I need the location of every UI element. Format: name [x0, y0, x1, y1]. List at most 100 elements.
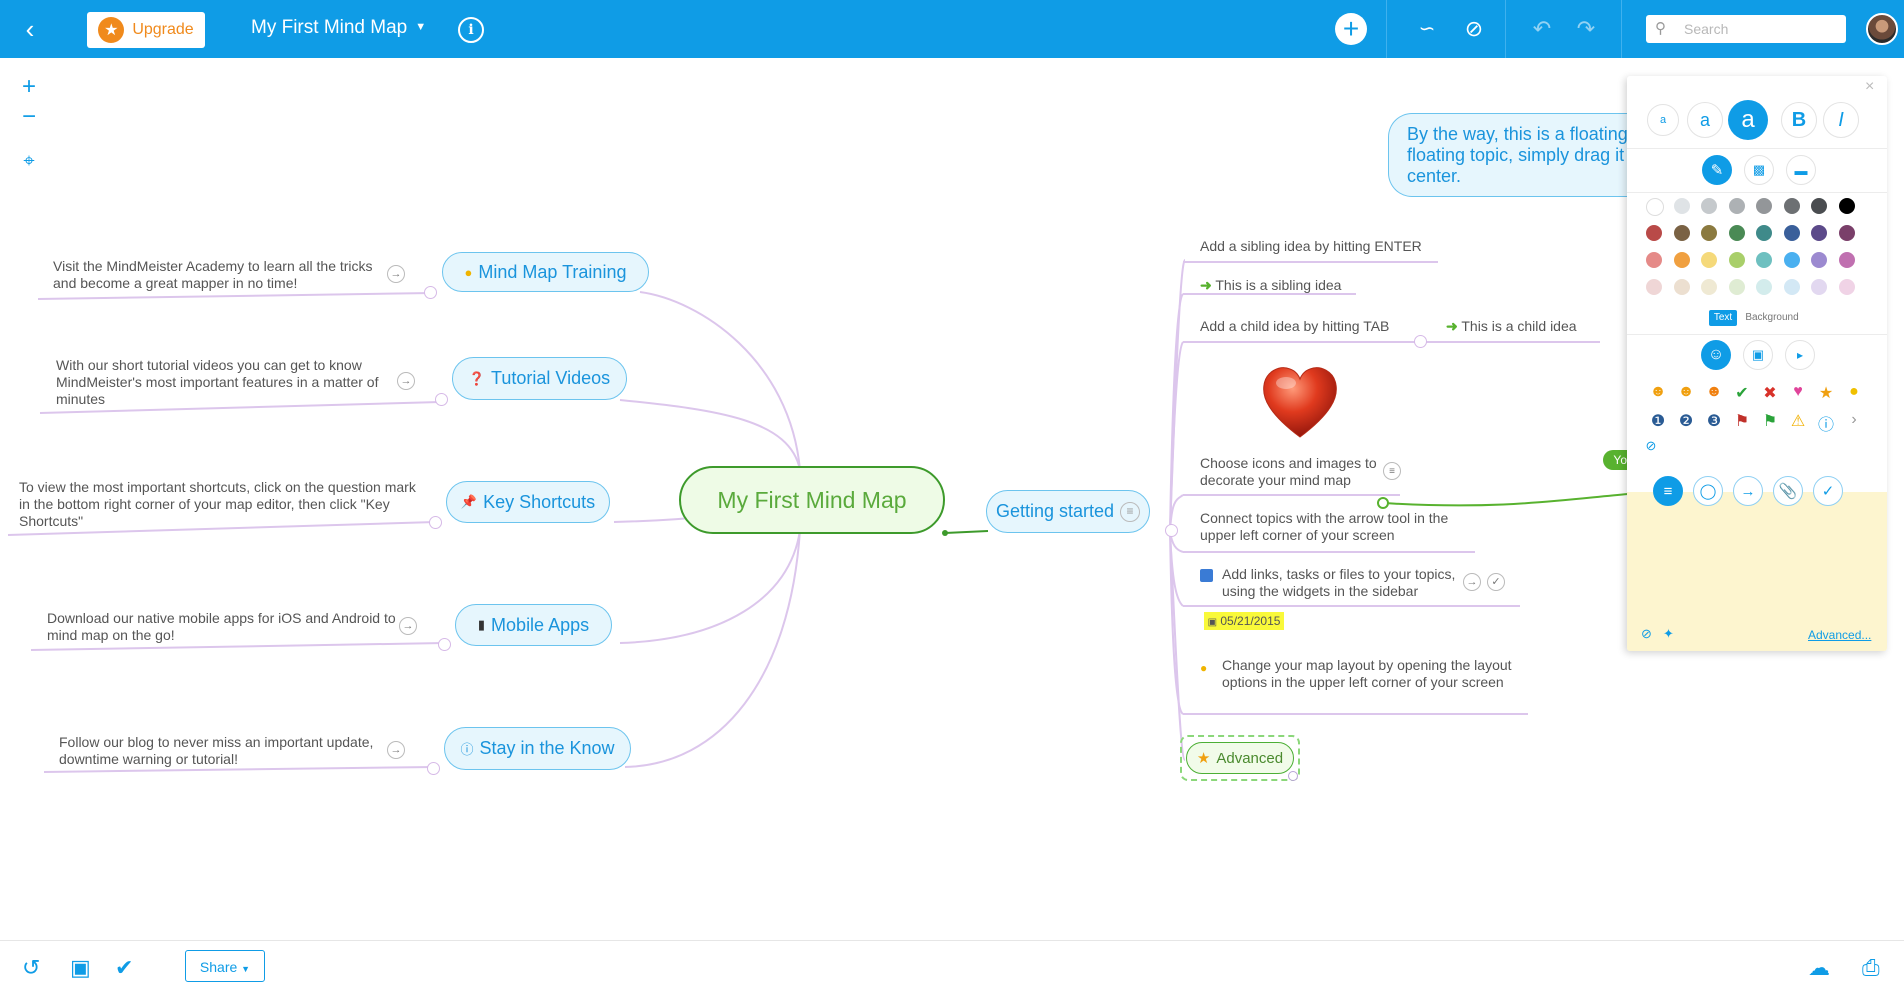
color-swatch[interactable]	[1673, 198, 1690, 214]
central-topic[interactable]: My First Mind Map	[679, 466, 945, 534]
collapse-handle[interactable]	[429, 516, 442, 529]
date-tag[interactable]: ▣ 05/21/2015	[1204, 612, 1284, 630]
arrow-right-icon[interactable]: →	[1463, 573, 1481, 591]
color-swatch[interactable]	[1701, 198, 1717, 214]
undo-icon[interactable]: ↶	[1532, 16, 1552, 41]
text-style-icon[interactable]: ✎	[1702, 155, 1732, 185]
lightbulb-icon[interactable]: ●	[1849, 383, 1859, 400]
history-icon[interactable]: ↺	[22, 955, 41, 980]
cloud-download-icon[interactable]: ☁	[1808, 955, 1830, 980]
center-map-icon[interactable]: ⌖	[23, 150, 35, 172]
color-swatch[interactable]	[1728, 252, 1745, 268]
color-swatch[interactable]	[1811, 225, 1827, 241]
color-swatch[interactable]	[1838, 198, 1855, 214]
color-swatch[interactable]	[1756, 252, 1772, 268]
map-title-dropdown[interactable]: My First Mind Map▼	[251, 17, 426, 39]
topic-advanced[interactable]: ★ Advanced	[1186, 742, 1294, 774]
number-three-icon[interactable]: ❸	[1706, 413, 1722, 430]
collapse-handle[interactable]	[435, 393, 448, 406]
color-swatch[interactable]	[1783, 198, 1800, 214]
color-swatch[interactable]	[1783, 279, 1800, 295]
collapse-handle[interactable]	[438, 638, 451, 651]
arrow-right-icon[interactable]: →	[399, 617, 417, 635]
topic-mobile-apps[interactable]: ▮ Mobile Apps	[455, 604, 612, 646]
sad-face-icon[interactable]: ☻	[1705, 383, 1723, 400]
magic-wand-icon[interactable]: ✦	[1663, 626, 1674, 641]
note-icon[interactable]: ≡	[1383, 462, 1401, 480]
child-topic[interactable]: ➜ This is a child idea	[1446, 318, 1577, 335]
topic-stay-in-the-know[interactable]: ⓘ Stay in the Know	[444, 727, 631, 770]
child-topic[interactable]: Add a sibling idea by hitting ENTER	[1200, 238, 1422, 254]
topic-getting-started[interactable]: Getting started ≡	[986, 490, 1150, 533]
topic-mind-map-training[interactable]: ● Mind Map Training	[442, 252, 649, 292]
arrow-right-icon[interactable]: →	[387, 741, 405, 759]
cross-circle-icon[interactable]: ✖	[1763, 385, 1777, 402]
heart-icon[interactable]: ♥	[1793, 383, 1803, 400]
topic-tutorial-videos[interactable]: ❓ Tutorial Videos	[452, 357, 627, 400]
check-icon[interactable]: ✓	[1487, 573, 1505, 591]
child-topic[interactable]: Add a child idea by hitting TAB	[1200, 318, 1390, 334]
advanced-link[interactable]: Advanced...	[1808, 628, 1872, 642]
video-tab-icon[interactable]: ▸	[1785, 340, 1815, 370]
print-icon[interactable]: ⎙	[1862, 955, 1880, 980]
child-topic[interactable]: ➜ This is a sibling idea	[1200, 277, 1341, 294]
no-style-icon[interactable]: ⊘	[1464, 16, 1484, 41]
warning-icon[interactable]: ⚠	[1790, 413, 1806, 430]
number-one-icon[interactable]: ❶	[1650, 413, 1666, 430]
tab-text-color[interactable]: Text	[1709, 310, 1737, 326]
color-swatch[interactable]	[1783, 252, 1800, 268]
color-swatch[interactable]	[1646, 279, 1662, 295]
arrow-right-icon[interactable]: →	[387, 265, 405, 283]
info-icon[interactable]: i	[458, 17, 484, 43]
bold-button[interactable]: B	[1781, 102, 1817, 138]
avatar[interactable]	[1866, 13, 1898, 45]
topic-key-shortcuts[interactable]: 📌 Key Shortcuts	[446, 481, 610, 523]
collapse-handle[interactable]	[1414, 335, 1427, 348]
search-box[interactable]: ⚲ Search	[1646, 15, 1846, 43]
star-icon[interactable]: ★	[1818, 385, 1834, 402]
collapse-handle[interactable]	[1165, 524, 1178, 537]
color-swatch[interactable]	[1838, 252, 1855, 268]
color-swatch[interactable]	[1728, 279, 1745, 295]
zoom-in-icon[interactable]: +	[21, 73, 36, 100]
check-circle-icon[interactable]: ✔	[1735, 385, 1749, 402]
color-swatch[interactable]	[1811, 198, 1827, 214]
collapse-handle[interactable]	[424, 286, 437, 299]
font-size-large[interactable]: a	[1728, 100, 1768, 140]
smiley-icon[interactable]: ☻	[1649, 383, 1667, 400]
child-topic[interactable]: Connect topics with the arrow tool in th…	[1200, 510, 1449, 543]
color-swatch[interactable]	[1756, 225, 1772, 241]
color-swatch[interactable]	[1728, 225, 1745, 241]
number-two-icon[interactable]: ❷	[1678, 413, 1694, 430]
tab-background-color[interactable]: Background	[1745, 312, 1799, 323]
remove-icon[interactable]: ⊘	[1645, 438, 1657, 453]
italic-button[interactable]: I	[1823, 102, 1859, 138]
boundary-style-icon[interactable]: ▬	[1786, 155, 1816, 185]
floating-topic[interactable]: By the way, this is a floating floating …	[1388, 113, 1628, 197]
link-tab-icon[interactable]: →	[1733, 476, 1763, 506]
arrow-right-icon[interactable]: →	[397, 372, 415, 390]
color-swatch[interactable]	[1646, 198, 1664, 216]
close-icon[interactable]: ×	[1865, 78, 1875, 95]
image-tab-icon[interactable]: ▣	[1743, 340, 1773, 370]
emoji-tab-icon[interactable]: ☺	[1701, 340, 1731, 370]
font-size-medium[interactable]: a	[1687, 102, 1723, 138]
connect-icon[interactable]: ∽	[1418, 18, 1436, 40]
color-swatch[interactable]	[1701, 225, 1717, 241]
color-swatch[interactable]	[1811, 279, 1827, 295]
zoom-out-icon[interactable]: −	[21, 103, 36, 130]
resize-handle[interactable]	[1288, 771, 1298, 781]
green-flag-icon[interactable]: ⚑	[1762, 413, 1778, 430]
redo-icon[interactable]: ↷	[1576, 16, 1596, 41]
child-topic[interactable]: Choose icons and images to decorate your…	[1200, 455, 1377, 488]
color-swatch[interactable]	[1673, 252, 1690, 268]
color-swatch[interactable]	[1728, 198, 1745, 214]
info-icon[interactable]: ⓘ	[1817, 417, 1834, 434]
attachment-tab-icon[interactable]: 📎	[1773, 476, 1803, 506]
comments-tab-icon[interactable]: ◯	[1693, 476, 1723, 506]
color-swatch[interactable]	[1838, 225, 1855, 241]
neutral-face-icon[interactable]: ☻	[1677, 383, 1695, 400]
color-swatch[interactable]	[1701, 252, 1717, 268]
share-button[interactable]: Share ▼	[185, 950, 265, 982]
font-size-small[interactable]: a	[1647, 104, 1679, 136]
